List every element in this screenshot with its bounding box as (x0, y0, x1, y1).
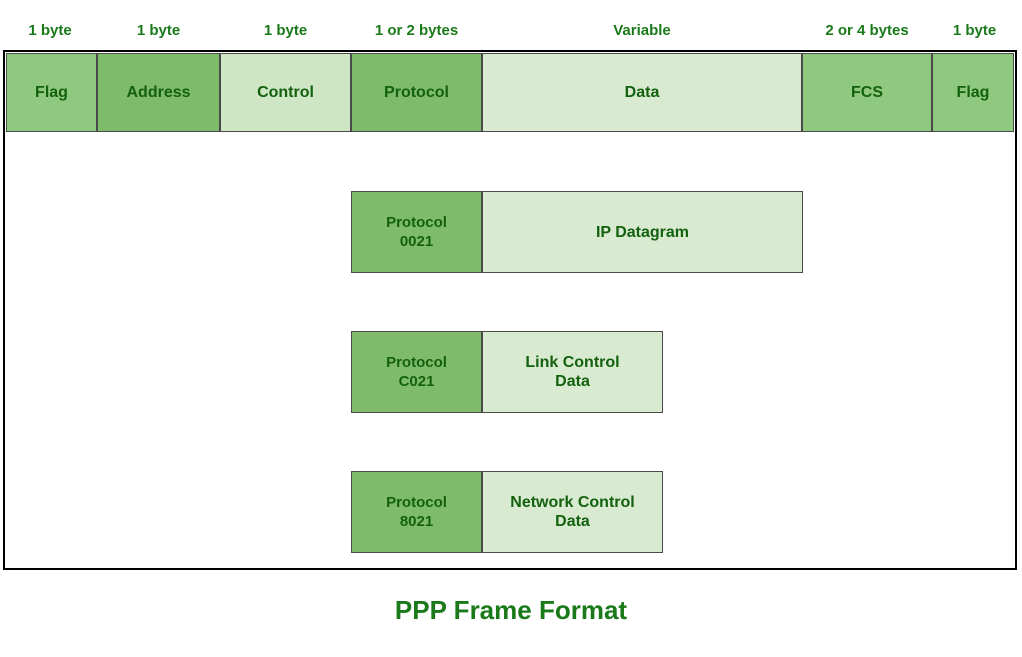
sub-payload-network-control-data: Network Control Data (482, 471, 663, 553)
frame-field-data: Data (482, 53, 802, 132)
frame-field-protocol: Protocol (351, 53, 482, 132)
diagram-caption: PPP Frame Format (394, 595, 628, 625)
frame-field-flag-1: Flag (6, 53, 97, 132)
size-label-fcs: 2 or 4 bytes (825, 22, 909, 39)
frame-field-control: Control (220, 53, 351, 132)
frame-field-fcs: FCS (802, 53, 932, 132)
frame-field-flag-2: Flag (932, 53, 1014, 132)
size-label-data: Variable (613, 22, 671, 39)
size-label-protocol: 1 or 2 bytes (374, 22, 459, 39)
sub-payload-ip-datagram: IP Datagram (482, 191, 803, 273)
size-label-flag-1: 1 byte (28, 22, 72, 39)
size-label-control: 1 byte (263, 22, 308, 39)
sub-payload-link-control-data: Link Control Data (482, 331, 663, 413)
sub-protocol-8021: Protocol 8021 (351, 471, 482, 553)
frame-field-address: Address (97, 53, 220, 132)
size-label-address: 1 byte (136, 22, 181, 39)
size-label-flag-2: 1 byte (952, 22, 997, 39)
sub-protocol-0021: Protocol 0021 (351, 191, 482, 273)
sub-protocol-c021: Protocol C021 (351, 331, 482, 413)
